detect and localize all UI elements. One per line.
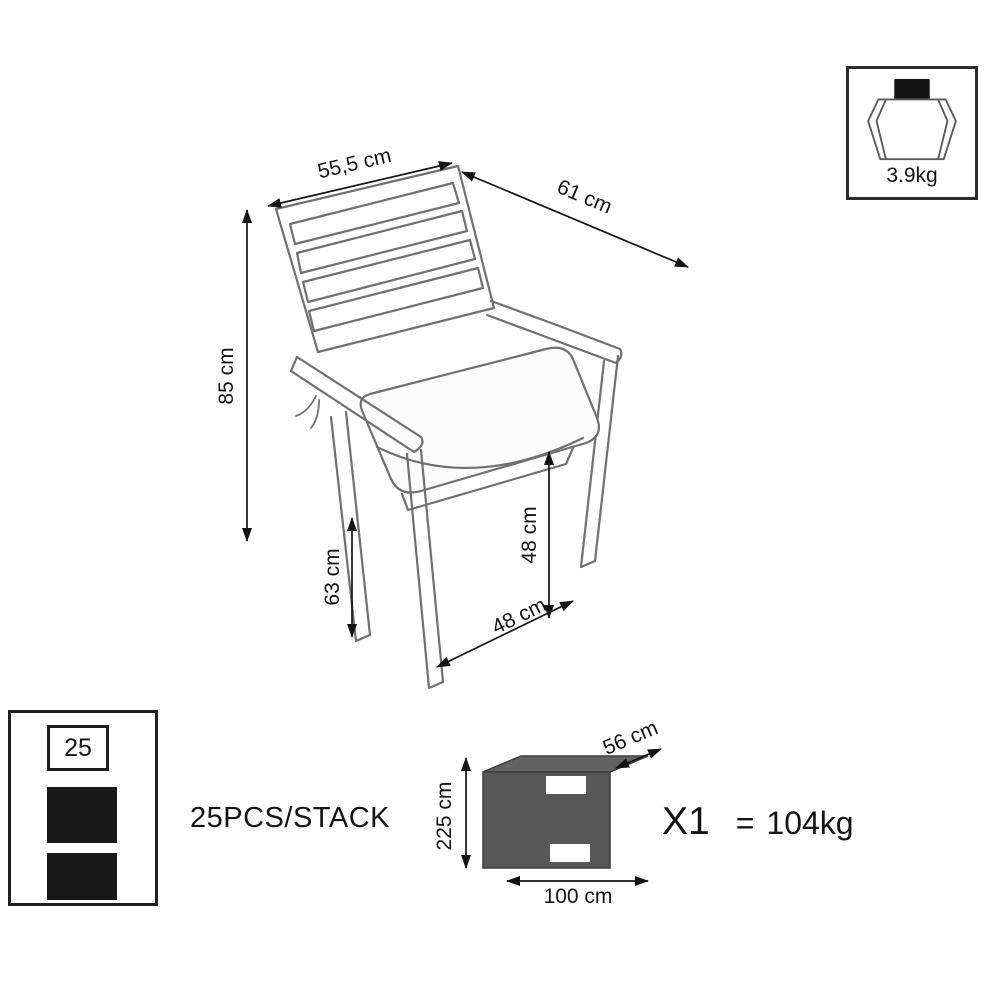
dim-package-width-label: 100 cm bbox=[544, 885, 613, 908]
chair-drawing bbox=[274, 164, 623, 690]
chair-cushion-seam bbox=[375, 436, 585, 470]
dim-package-depth-line bbox=[615, 748, 662, 769]
package-dimension-lines bbox=[461, 748, 662, 886]
equals-sign: = bbox=[735, 805, 755, 841]
package-weight: 104kg bbox=[766, 805, 854, 841]
package-label-bottom bbox=[550, 844, 590, 862]
stack-count-value: 25 bbox=[64, 733, 92, 762]
dim-package-height-label: 225 cm bbox=[433, 782, 456, 851]
chair-seat-frame bbox=[400, 446, 575, 512]
package-quantity: X1 bbox=[662, 800, 710, 843]
package-label-top bbox=[546, 776, 586, 794]
dim-height-label: 85 cm bbox=[215, 347, 238, 404]
chair-left-armrest bbox=[289, 355, 424, 454]
dim-seat-width-line bbox=[436, 600, 574, 668]
dim-back-width-line bbox=[267, 161, 453, 208]
dim-back-width-label: 55,5 cm bbox=[316, 144, 394, 183]
net-weight-label: 3.9kg bbox=[886, 164, 938, 187]
chair-dimension-lines bbox=[242, 161, 689, 668]
stacked-chairs-block-2 bbox=[47, 853, 117, 900]
package-top-face bbox=[482, 755, 649, 773]
package-total-line: X1 = 104kg bbox=[662, 800, 854, 844]
dim-armrest-height-label: 63 cm bbox=[321, 548, 344, 605]
package-drawing bbox=[482, 755, 649, 869]
stack-count-box: 25 bbox=[47, 725, 109, 771]
chair-rear-left-leg bbox=[329, 410, 372, 643]
dim-seat-height-label: 48 cm bbox=[518, 506, 541, 563]
stack-label: 25PCS/STACK bbox=[190, 802, 390, 834]
net-weight-badge: 3.9kg bbox=[846, 66, 978, 200]
wrapped-chair-icon bbox=[867, 78, 957, 161]
dim-depth-line bbox=[461, 171, 689, 268]
cushion-tie-ribbon bbox=[295, 395, 320, 429]
chair-backrest bbox=[274, 164, 496, 354]
stack-info-badge: 25 bbox=[8, 710, 158, 906]
dim-depth-label: 61 cm bbox=[554, 175, 616, 218]
dim-seat-width-label: 48 cm bbox=[488, 593, 549, 639]
chair-right-armrest bbox=[485, 299, 623, 569]
backrest-slat bbox=[307, 266, 485, 333]
stacked-chairs-block-1 bbox=[47, 787, 117, 843]
